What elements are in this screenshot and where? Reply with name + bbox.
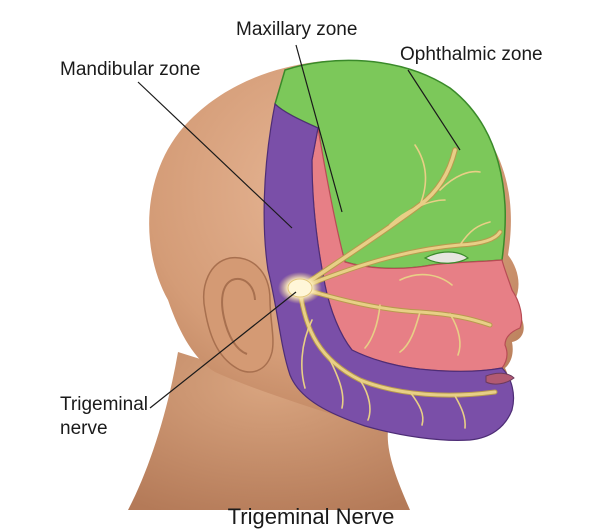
label-trigeminal-line1: Trigeminal xyxy=(60,394,148,415)
lips xyxy=(485,372,515,385)
leader-trigeminal xyxy=(149,291,297,409)
diagram-title: Trigeminal Nerve xyxy=(228,504,395,529)
leader-maxillary xyxy=(295,44,343,213)
leader-ophthalmic xyxy=(407,69,461,151)
label-maxillary-zone: Maxillary zone xyxy=(236,19,357,40)
eye xyxy=(423,251,470,264)
nerve-branches xyxy=(297,144,503,429)
ear-inner xyxy=(221,278,256,355)
trigeminal-ganglion-core xyxy=(287,278,313,298)
ear xyxy=(203,256,274,373)
leader-mandibular xyxy=(137,81,293,229)
label-trigeminal-line2: nerve xyxy=(60,418,108,439)
neck xyxy=(128,352,410,510)
label-ophthalmic-zone: Ophthalmic zone xyxy=(400,44,543,65)
label-mandibular-zone: Mandibular zone xyxy=(60,59,200,80)
